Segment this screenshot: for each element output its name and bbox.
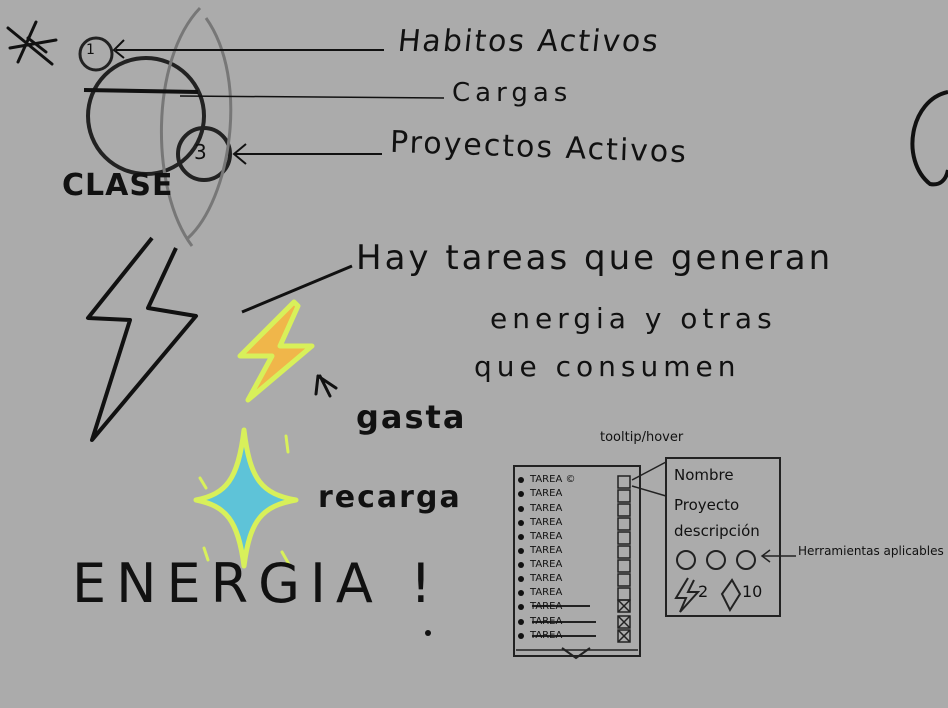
- task-list-frame: [513, 465, 641, 657]
- class-circle-main: [86, 56, 206, 176]
- label-cargas: Cargas: [452, 78, 573, 108]
- bullet-icon: [518, 618, 524, 625]
- list-item[interactable]: TAREA: [514, 573, 562, 584]
- bullet-icon: [518, 519, 524, 526]
- badge-one: 1: [86, 42, 97, 58]
- label-energia: ENERGIA !: [72, 552, 442, 615]
- list-item[interactable]: TAREA: [514, 503, 562, 514]
- list-item[interactable]: TAREA: [514, 559, 562, 570]
- gem-icon: [720, 578, 742, 613]
- label-tooltip-hover: tooltip/hover: [600, 430, 684, 445]
- list-item[interactable]: TAREA: [514, 601, 562, 612]
- glowing-bolt-icon: [237, 299, 315, 403]
- label-clase: CLASE: [62, 168, 174, 203]
- list-item[interactable]: TAREA: [514, 630, 562, 641]
- badge-circle-three: [176, 126, 232, 182]
- label-hay-line3: que consumen: [474, 350, 741, 383]
- label-recarga: recarga: [318, 480, 462, 515]
- scribble-icon: [6, 20, 58, 66]
- lightning-bolt-icon: [86, 236, 198, 442]
- list-item[interactable]: TAREA: [514, 587, 562, 598]
- sparkle-star-icon: [193, 427, 299, 569]
- list-item[interactable]: TAREA ©: [514, 474, 575, 485]
- bullet-icon: [518, 476, 524, 483]
- bullet-icon: [518, 533, 524, 540]
- outer-arc: [159, 6, 202, 247]
- label-hay-line1: Hay tareas que generan: [356, 238, 834, 278]
- label-herramientas: Herramientas aplicables: [798, 544, 944, 558]
- list-item[interactable]: TAREA: [514, 517, 562, 528]
- task-checkboxes: [617, 475, 631, 643]
- label-gasta: gasta: [356, 398, 467, 436]
- bolt-small-icon: [674, 577, 701, 613]
- bullet-icon: [518, 547, 524, 554]
- bullet-icon: [518, 505, 524, 512]
- energy-value: 2: [698, 582, 709, 601]
- bullet-icon: [518, 561, 524, 568]
- tool-circle-2: [706, 550, 726, 570]
- bullet-icon: [518, 589, 524, 596]
- task-list: TAREA © TAREA TAREA TAREA TAREA TAREA TA…: [514, 466, 640, 656]
- bullet-icon: [518, 490, 524, 497]
- list-item[interactable]: TAREA: [514, 531, 562, 542]
- outer-arc-2: [186, 17, 233, 240]
- list-item[interactable]: TAREA: [514, 616, 562, 627]
- tool-circle-1: [676, 550, 696, 570]
- list-item[interactable]: TAREA: [514, 488, 562, 499]
- bullet-icon: [518, 632, 524, 639]
- badge-circle-one: [78, 36, 114, 72]
- detail-descripcion: descripción: [674, 522, 760, 540]
- arrow-cargas: [179, 95, 445, 99]
- detail-panel-frame: [665, 457, 781, 617]
- gem-value: 10: [742, 582, 763, 601]
- detail-nombre: Nombre: [674, 466, 734, 484]
- list-item[interactable]: TAREA: [514, 545, 562, 556]
- detail-proyecto: Proyecto: [674, 496, 740, 514]
- bullet-icon: [518, 603, 524, 610]
- bullet-icon: [518, 575, 524, 582]
- tool-circle-3: [736, 550, 756, 570]
- badge-three: 3: [194, 140, 209, 164]
- label-hay-line2: energia y otras: [490, 302, 777, 335]
- edge-circle-partial: [910, 90, 948, 187]
- label-habitos-activos: Habitos Activos: [396, 24, 662, 59]
